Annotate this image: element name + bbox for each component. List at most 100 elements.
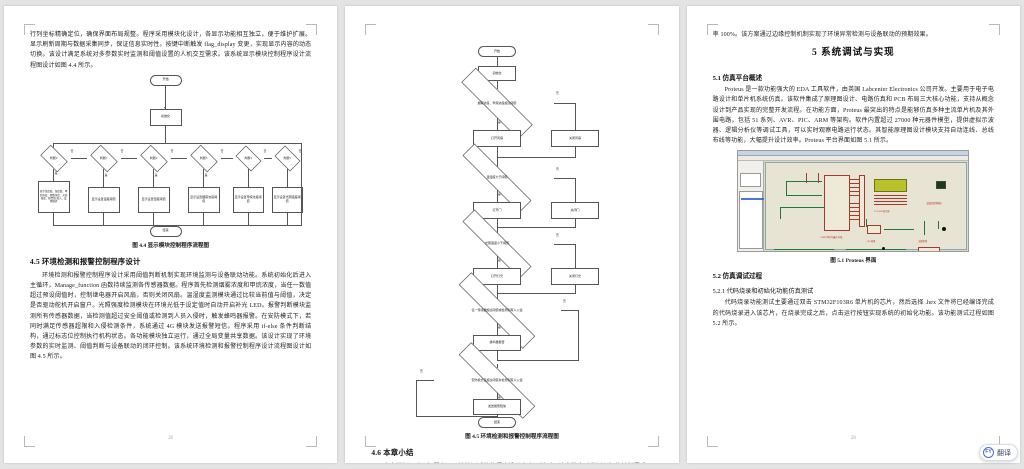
proteus-titlebar xyxy=(738,151,969,157)
flow-line xyxy=(170,158,187,159)
schematic-lcd xyxy=(874,179,908,193)
document-page-1: 行列坐标精确定位，确保界面布局规整。程序采用模块化设计，各显示功能相互独立，便于… xyxy=(4,6,338,463)
figure-caption-5-1: 图 5.1 Proteus 界面 xyxy=(830,258,877,265)
flow-node-start: 开始 xyxy=(149,74,182,86)
schematic-mcu xyxy=(824,175,851,232)
flow-line xyxy=(153,168,154,187)
crop-mark-bottom-left xyxy=(365,436,377,447)
flow-label-no: 否 xyxy=(263,149,267,153)
crop-mark-bottom-right xyxy=(306,436,318,447)
flow-line xyxy=(415,415,497,417)
flow-label-yes: 是 xyxy=(154,173,158,177)
flow-line xyxy=(496,219,498,227)
proteus-device-list xyxy=(739,191,764,250)
translate-widget[interactable]: FY 翻译 xyxy=(979,444,1018,461)
flow-label-yes: 是 xyxy=(204,173,208,177)
document-page-3: 率 100%。该方案通过边缘控制机制实现了环境异常检测与设备联动的预期效果。 5… xyxy=(686,6,1020,463)
flow-node-end: 结束 xyxy=(477,417,516,428)
flow-line xyxy=(553,244,576,245)
flow-line xyxy=(575,244,576,268)
flow-line xyxy=(496,285,498,293)
flow-line xyxy=(286,212,288,225)
flow-line xyxy=(578,310,579,360)
section-5-2-1-paragraph: 代码烧录功能测试主要通过双击 STM32F103R6 单片机的芯片，然后选择 .… xyxy=(712,300,994,327)
schematic-label-mcu: STM32单片机最小系统 xyxy=(820,237,843,240)
crop-mark-top-right xyxy=(647,24,659,35)
flow-node-init: 初始化 xyxy=(149,108,182,126)
flow-action-1: 显示设置温度阈值 xyxy=(87,186,120,213)
flow-label-yes: 是 xyxy=(497,396,501,399)
flow-line xyxy=(496,81,498,89)
translate-badge-icon: FY xyxy=(983,447,994,458)
flow-decision-5: 判断5 xyxy=(272,145,303,172)
flow-line xyxy=(286,168,288,187)
flow-line xyxy=(496,393,498,399)
flow-line xyxy=(496,190,498,202)
flow-line xyxy=(496,156,576,158)
page-number-1: 26 xyxy=(168,436,174,441)
flow-decision-3: 判断3 xyxy=(187,144,221,173)
schematic-seven-segment xyxy=(936,181,947,190)
proteus-overview-panel xyxy=(740,173,762,188)
flow-node-start: 开始 xyxy=(477,46,516,57)
chapter-heading-5: 5 系统调试与实现 xyxy=(812,48,895,59)
flow-line xyxy=(415,380,434,381)
page3-lead-line: 率 100%。该方案通过边缘控制机制实现了环境异常检测与设备联动的预期效果。 xyxy=(712,32,932,38)
flow-label-yes: 是 xyxy=(497,259,501,262)
flow-action-no-2: 关闭灯光 xyxy=(550,268,599,285)
flow-decision-4: 判断4 xyxy=(233,145,264,172)
flow-label-no: 否 xyxy=(299,149,302,153)
flow-line xyxy=(496,351,498,360)
flow-label-yes: 是 xyxy=(497,193,501,196)
crop-mark-bottom-right xyxy=(647,436,659,447)
flow-label-no: 否 xyxy=(562,300,566,303)
flow-line xyxy=(496,57,498,66)
figure-caption-4-5: 图 4.5 环境检测和报警控制程序流程图 xyxy=(465,434,559,440)
flow-label-no: 否 xyxy=(555,92,559,95)
crop-mark-top-left xyxy=(24,24,35,35)
flow-line xyxy=(120,158,137,159)
flow-line xyxy=(496,118,498,130)
flow-label-yes: 是 xyxy=(104,173,108,177)
crop-mark-bottom-left xyxy=(706,436,718,447)
flow-action-0: 显示温度值、湿度值、甲烷浓度、烟雾浓度、光照强度、报警值/进入、设置模式 xyxy=(37,180,70,213)
schematic-label-lcd: LCD1602显示屏 xyxy=(874,211,890,214)
flow-node-end: 结束 xyxy=(149,225,182,237)
schematic-adc xyxy=(867,225,882,235)
flow-label-no: 否 xyxy=(555,168,559,171)
flow-label-no: 否 xyxy=(419,370,423,373)
flow-label-yes: 是 xyxy=(497,326,501,329)
schematic-label-dht: 温湿度检测模块 xyxy=(926,203,942,206)
flowchart-env-alarm-tail: 安防模式且超过阈值并检测到有人入侵 是 否 发送报警短信 结束 xyxy=(378,342,646,428)
flow-line-spine xyxy=(52,142,302,144)
flow-line xyxy=(575,147,576,157)
flow-line xyxy=(575,103,576,130)
crop-mark-bottom-left xyxy=(24,436,35,447)
flow-action-3: 显示设置烟雾浓度阈值 xyxy=(187,186,220,213)
flow-line xyxy=(496,292,498,299)
page-number-3: 28 xyxy=(850,436,856,441)
proteus-selected-item xyxy=(740,198,764,201)
document-page-2: 开始 初始化 烟雾浓度、甲烷浓度超过阈值 是 否 打开风扇 关闭风扇 温湿度大于… xyxy=(345,6,679,463)
crop-mark-top-left xyxy=(365,24,377,35)
figure-caption-4-4: 图 4.4 显示模块控制程序流程图 xyxy=(132,242,210,249)
crop-mark-top-right xyxy=(306,24,318,35)
flow-decision-4: 安防模式且超过阈值并检测到有人入侵 xyxy=(433,342,561,419)
flow-decision-0: 判断0 xyxy=(37,144,71,173)
proteus-schematic-canvas: STM32单片机最小系统 LCD1602显示屏 温湿度检测模块 ADC转换 光照… xyxy=(765,162,968,252)
schematic-label-adc: ADC转换 xyxy=(866,241,876,244)
flow-label-no: 否 xyxy=(555,234,559,237)
flow-line xyxy=(103,168,104,187)
flow-line xyxy=(247,168,249,187)
flow-label-no: 否 xyxy=(170,149,174,153)
flow-line xyxy=(70,158,87,159)
section-heading-5-2: 5.2 仿真调试过程 xyxy=(712,273,763,281)
schematic-label-light: 光照检测 xyxy=(918,241,928,244)
flow-action-yes-3: 蜂鸣器报警 xyxy=(472,335,521,351)
section-heading-5-2-1: 5.2.1 代码烧录和初始化功能仿真测试 xyxy=(712,288,814,296)
flow-label-yes: 是 xyxy=(54,171,58,175)
flow-action-yes-0: 打开风扇 xyxy=(472,130,521,147)
flow-label-no: 否 xyxy=(220,149,224,153)
flow-line xyxy=(53,212,54,225)
